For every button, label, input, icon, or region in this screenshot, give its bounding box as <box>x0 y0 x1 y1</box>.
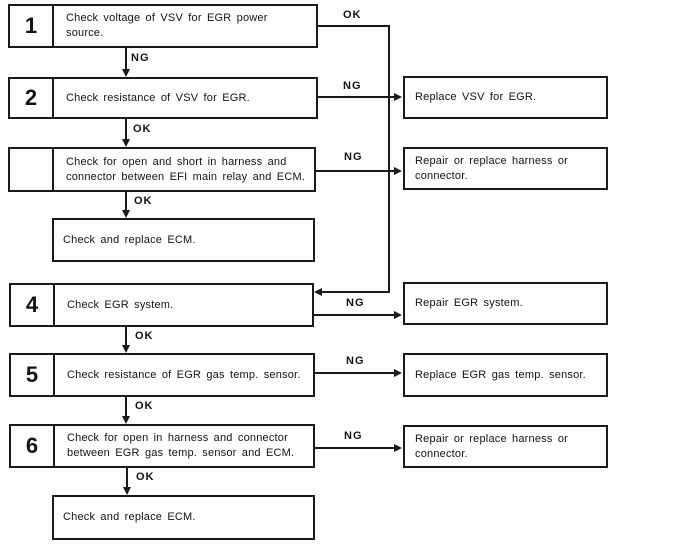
action-box-repair-harness-1: Repair or replace harness or connector. <box>403 147 608 190</box>
arrowhead-into-step6 <box>122 416 130 424</box>
arrowhead-into-step4 <box>314 288 322 296</box>
edge-label-ok-step2: OK <box>133 123 152 135</box>
edge-label-ng-step1: NG <box>131 52 150 64</box>
edge-label-ok-step3: OK <box>134 195 153 207</box>
arrowhead-into-replace-vsv <box>394 93 402 101</box>
action-box-repair-harness-2: Repair or replace harness or connector. <box>403 425 608 468</box>
connector-step3-ng <box>316 170 394 172</box>
step-number-5: 5 <box>11 355 55 395</box>
connector-step6-ng <box>315 447 394 449</box>
connector-step5-ok-down <box>125 397 127 417</box>
step-box-1: 1 Check voltage of VSV for EGR power sou… <box>8 4 318 48</box>
edge-label-ng-step5: NG <box>346 355 365 367</box>
action-text-replace-vsv: Replace VSV for EGR. <box>415 91 537 103</box>
step-box-4: 4 Check EGR system. <box>9 283 314 327</box>
step-box-check-replace-ecm-1: Check and replace ECM. <box>52 218 315 262</box>
step-text-check-replace-ecm-1: Check and replace ECM. <box>63 233 196 246</box>
action-box-replace-egr-temp-sensor: Replace EGR gas temp. sensor. <box>403 353 608 397</box>
step-number-2: 2 <box>10 79 54 117</box>
action-text-replace-egr-temp-sensor: Replace EGR gas temp. sensor. <box>415 368 586 381</box>
arrowhead-into-repair-egr-system <box>394 311 402 319</box>
action-box-repair-egr-system: Repair EGR system. <box>403 282 608 325</box>
edge-label-ng-step3: NG <box>344 151 363 163</box>
edge-label-ok-step5: OK <box>135 400 154 412</box>
connector-step1-ng-down <box>125 48 127 70</box>
connector-step4-ok-down <box>125 327 127 346</box>
step-text-4: Check EGR system. <box>67 298 174 311</box>
arrowhead-into-step5 <box>122 345 130 353</box>
connector-step1-ok-vertical <box>388 25 390 293</box>
step-text-check-replace-ecm-2: Check and replace ECM. <box>63 511 196 523</box>
step-number-1: 1 <box>10 6 54 46</box>
edge-label-ok-step6: OK <box>136 471 155 483</box>
connector-step2-ok-down <box>125 119 127 141</box>
step-text-1: Check voltage of VSV for EGR power sourc… <box>66 12 268 39</box>
connector-step1-ok-horizontal <box>318 25 390 27</box>
action-box-replace-vsv: Replace VSV for EGR. <box>403 76 608 119</box>
connector-step5-ng <box>315 372 394 374</box>
step-box-5: 5 Check resistance of EGR gas temp. sens… <box>9 353 315 397</box>
step-box-check-replace-ecm-2: Check and replace ECM. <box>52 495 315 540</box>
action-text-repair-egr-system: Repair EGR system. <box>415 297 523 309</box>
edge-label-ng-step4: NG <box>346 297 365 309</box>
step-box-3: Check for open and short in harness and … <box>8 147 316 192</box>
edge-label-ok-step1: OK <box>343 9 362 21</box>
arrowhead-into-repair-harness-2 <box>394 444 402 452</box>
edge-label-ng-step6: NG <box>344 430 363 442</box>
connector-step6-ok-down <box>126 468 128 488</box>
step-number-4: 4 <box>11 285 55 325</box>
step-box-6: 6 Check for open in harness and connecto… <box>9 424 315 468</box>
action-text-repair-harness-2: Repair or replace harness or connector. <box>415 432 569 460</box>
connector-step1-ok-into-step4 <box>320 291 390 293</box>
step-number-3 <box>10 149 54 190</box>
connector-step2-ng <box>318 96 394 98</box>
step-box-2: 2 Check resistance of VSV for EGR. <box>8 77 318 119</box>
connector-step4-ng <box>314 314 394 316</box>
step-text-3: Check for open and short in harness and … <box>66 155 306 183</box>
arrowhead-into-step3 <box>122 139 130 147</box>
action-text-repair-harness-1: Repair or replace harness or connector. <box>415 154 569 182</box>
connector-step3-ok-down <box>125 192 127 211</box>
arrowhead-into-ecm-1 <box>122 210 130 218</box>
edge-label-ng-step2: NG <box>343 80 362 92</box>
arrowhead-into-replace-egr-temp-sensor <box>394 369 402 377</box>
arrowhead-into-ecm-2 <box>123 487 131 495</box>
step-number-6: 6 <box>11 426 55 466</box>
arrowhead-into-repair-harness-1 <box>394 167 402 175</box>
arrowhead-into-step2 <box>122 69 130 77</box>
edge-label-ok-step4: OK <box>135 330 154 342</box>
step-text-2: Check resistance of VSV for EGR. <box>66 91 250 104</box>
step-text-6: Check for open in harness and connector … <box>67 432 295 459</box>
step-text-5: Check resistance of EGR gas temp. sensor… <box>67 368 301 381</box>
